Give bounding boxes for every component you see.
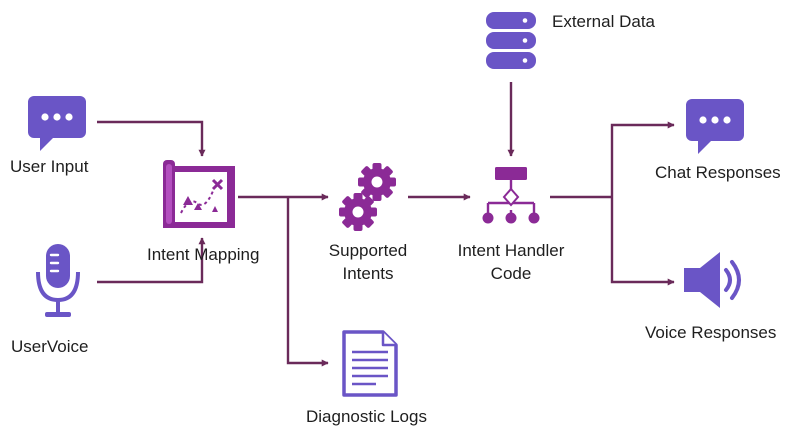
gears-icon [339, 163, 396, 231]
supported-intents-label-line2: Intents [342, 264, 394, 283]
intent-handler-label-line2: Code [490, 264, 532, 283]
user-input-label: User Input [10, 157, 89, 176]
document-icon [342, 330, 398, 397]
database-icon [486, 12, 536, 69]
connector-mapping-to-logs [286, 197, 329, 367]
intent-mapping-label: Intent Mapping [147, 245, 260, 264]
chat-bubble-icon [686, 99, 744, 154]
voice-responses-label: Voice Responses [645, 323, 777, 342]
connector-to-voice-responses [610, 197, 675, 286]
speaker-icon [684, 252, 741, 308]
chat-responses-label: Chat Responses [655, 163, 781, 182]
intent-handler-label-line1: Intent Handler [457, 241, 565, 260]
supported-intents-label-line1: Supported [328, 241, 408, 260]
microphone-icon [36, 244, 80, 317]
connector-user-input-to-mapping [97, 120, 206, 157]
treasure-map-icon [163, 160, 235, 228]
user-voice-label: UserVoice [11, 337, 89, 356]
external-data-label: External Data [552, 12, 655, 31]
connector-to-chat-responses [610, 121, 675, 197]
chat-bubble-icon [28, 96, 86, 151]
diagnostic-logs-label: Diagnostic Logs [306, 407, 427, 426]
hierarchy-icon [482, 167, 540, 224]
connector-user-voice-to-mapping [97, 237, 206, 284]
